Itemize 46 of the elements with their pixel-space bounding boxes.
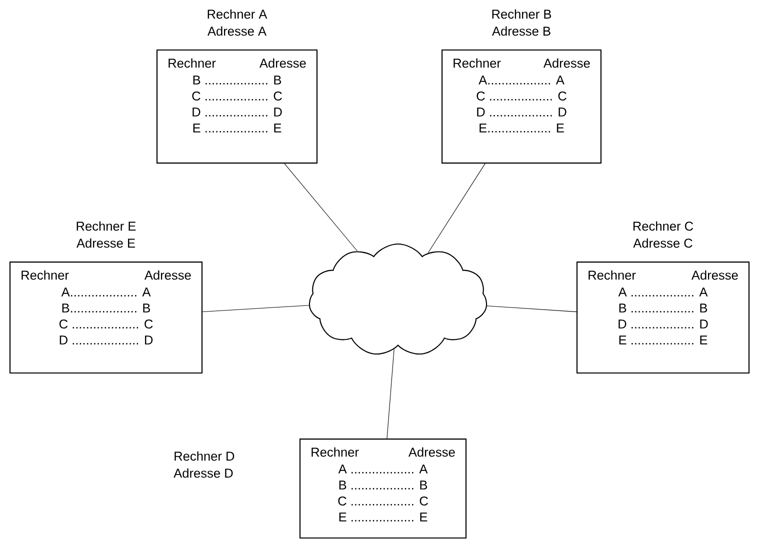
column-header: Rechner (588, 270, 636, 280)
table-row: E .................. E (619, 336, 708, 344)
table-row: B .................. B (619, 304, 708, 312)
computer-heading: Rechner D (174, 451, 234, 461)
table-row: E .................. E (339, 512, 428, 522)
connection-line (386, 349, 394, 439)
table-row: A .................. A (338, 464, 428, 474)
column-header: Rechner (168, 58, 216, 68)
column-header: Adresse (543, 58, 590, 68)
table-row: D .................. D (618, 320, 708, 328)
computer-heading: Rechner A (208, 9, 268, 19)
column-header: Rechner (22, 270, 69, 280)
table-row: C .................. C (338, 496, 428, 506)
table-row: B................... B (62, 304, 150, 312)
connection-line (202, 305, 310, 312)
column-header: Adresse (408, 447, 455, 457)
column-header: Adresse (691, 270, 738, 280)
computer-heading: Rechner C (633, 221, 694, 231)
network-cloud (308, 243, 488, 354)
connection-line (428, 163, 486, 253)
table-row: A .................. A (618, 288, 708, 296)
computer-heading: Adresse D (174, 468, 233, 478)
connection-line (284, 163, 358, 252)
table-row: E.................. E (480, 124, 564, 132)
table-row: D .................. D (192, 108, 282, 116)
table-row: C .................. C (192, 91, 282, 101)
connection-line (486, 306, 577, 312)
computer-heading: Adresse A (208, 26, 266, 36)
table-row: A................... A (61, 288, 151, 296)
table-row: D .................. D (477, 108, 566, 116)
table-row: C ................... C (59, 319, 153, 329)
column-header: Rechner (454, 58, 501, 68)
table-row: C .................. C (476, 91, 566, 101)
table-row: D ................... D (60, 336, 153, 344)
table-row: B .................. B (339, 480, 428, 490)
column-header: Adresse (259, 58, 306, 68)
computer-heading: Rechner B (492, 9, 552, 19)
table-row: A.................. A (478, 76, 564, 84)
computer-heading: Adresse C (633, 238, 692, 248)
table-row: E .................. E (193, 124, 282, 132)
column-header: Adresse (144, 270, 191, 280)
table-row: B .................. B (193, 76, 282, 84)
computer-heading: Adresse E (76, 238, 135, 248)
computer-heading: Adresse B (492, 26, 550, 36)
column-header: Rechner (312, 447, 359, 457)
computer-heading: Rechner E (76, 221, 136, 231)
